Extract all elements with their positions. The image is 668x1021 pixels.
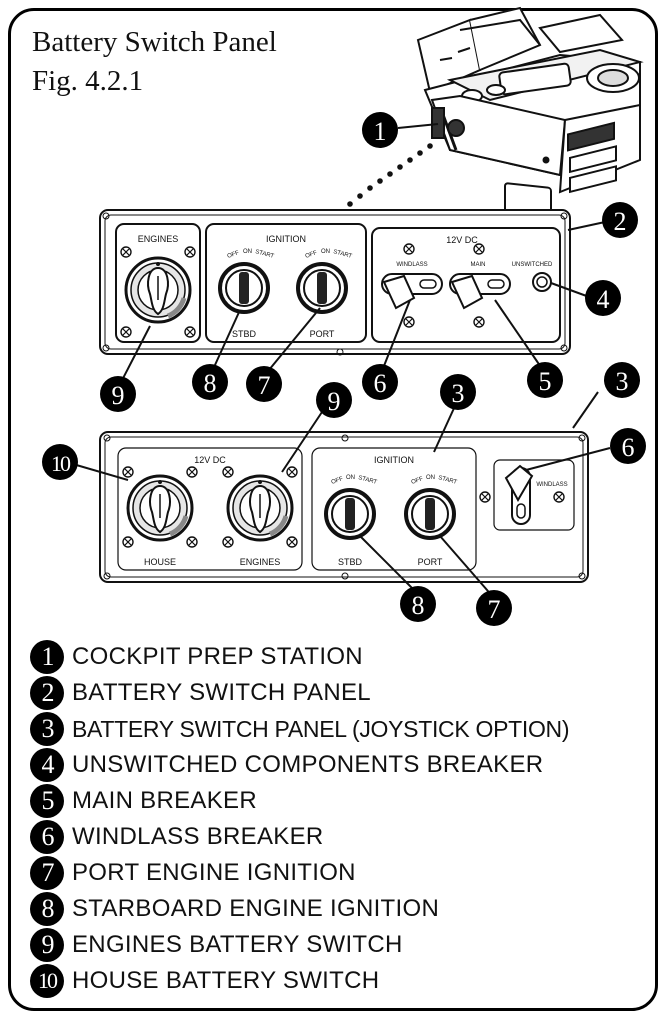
svg-text:4: 4 bbox=[597, 285, 610, 314]
svg-text:3: 3 bbox=[616, 367, 629, 396]
legend-number: 4 bbox=[30, 748, 64, 782]
callout-3: 3 bbox=[440, 374, 476, 410]
callout-4: 4 bbox=[585, 280, 621, 316]
on-label: ON bbox=[346, 475, 355, 481]
callout-9: 9 bbox=[100, 376, 136, 412]
callout-1: 1 bbox=[362, 112, 398, 148]
legend-number: 7 bbox=[30, 856, 64, 890]
legend-text: MAIN BREAKER bbox=[72, 787, 257, 815]
svg-text:9: 9 bbox=[328, 387, 341, 416]
ignition-label: IGNITION bbox=[266, 234, 306, 244]
legend-item: 10 HOUSE BATTERY SWITCH bbox=[30, 964, 379, 998]
on-label: ON bbox=[426, 475, 435, 481]
legend-item: 2 BATTERY SWITCH PANEL bbox=[30, 676, 371, 710]
port-ignition-switch-bottom[interactable] bbox=[406, 490, 454, 538]
unswitched-breaker[interactable] bbox=[533, 273, 551, 291]
windlass-label: WINDLASS bbox=[396, 262, 427, 268]
svg-text:8: 8 bbox=[412, 591, 425, 620]
legend-number: 2 bbox=[30, 676, 64, 710]
callout-6: 6 bbox=[610, 428, 646, 464]
windlass-label-bottom: WINDLASS bbox=[536, 482, 567, 488]
port-ignition-switch[interactable] bbox=[298, 264, 346, 312]
legend-item: 1 COCKPIT PREP STATION bbox=[30, 640, 363, 674]
main-label: MAIN bbox=[471, 262, 486, 268]
stbd-ignition-switch[interactable] bbox=[220, 264, 268, 312]
callout-7: 7 bbox=[246, 366, 282, 402]
callout-6: 6 bbox=[362, 364, 398, 400]
legend-item: 9 ENGINES BATTERY SWITCH bbox=[30, 928, 403, 962]
engines-label-bottom: ENGINES bbox=[240, 557, 281, 567]
legend-item: 4 UNSWITCHED COMPONENTS BREAKER bbox=[30, 748, 543, 782]
legend-number: 6 bbox=[30, 820, 64, 854]
panel-diagram: ENGINES IGNITION OFF ON START OFF ON STA… bbox=[0, 0, 668, 640]
legend-item: 6 WINDLASS BREAKER bbox=[30, 820, 324, 854]
dc-label-bottom: 12V DC bbox=[194, 455, 226, 465]
svg-text:5: 5 bbox=[539, 367, 552, 396]
battery-switch-panel-joystick: 12V DC HOUSE ENGINES IGNITION OFF ON STA… bbox=[100, 432, 588, 582]
callout-3: 3 bbox=[604, 362, 640, 398]
svg-text:8: 8 bbox=[204, 369, 217, 398]
unswitched-label: UNSWITCHED bbox=[512, 262, 553, 268]
legend-item: 8 STARBOARD ENGINE IGNITION bbox=[30, 892, 439, 926]
legend-number: 10 bbox=[30, 964, 64, 998]
callout-5: 5 bbox=[527, 362, 563, 398]
svg-text:10: 10 bbox=[51, 451, 71, 476]
port-label-bottom: PORT bbox=[418, 557, 443, 567]
legend-text: STARBOARD ENGINE IGNITION bbox=[72, 895, 439, 923]
engines-label: ENGINES bbox=[138, 234, 179, 244]
legend-number: 3 bbox=[30, 712, 64, 746]
svg-text:6: 6 bbox=[374, 369, 387, 398]
legend-text: WINDLASS BREAKER bbox=[72, 823, 324, 851]
svg-text:9: 9 bbox=[112, 381, 125, 410]
legend-text: BATTERY SWITCH PANEL (JOYSTICK OPTION) bbox=[72, 716, 569, 743]
dc-label: 12V DC bbox=[446, 235, 478, 245]
legend-number: 9 bbox=[30, 928, 64, 962]
on-label: ON bbox=[321, 249, 330, 255]
legend-text: ENGINES BATTERY SWITCH bbox=[72, 931, 403, 959]
legend-text: COCKPIT PREP STATION bbox=[72, 643, 363, 671]
legend-number: 8 bbox=[30, 892, 64, 926]
legend-number: 1 bbox=[30, 640, 64, 674]
house-battery-switch[interactable] bbox=[128, 476, 192, 540]
legend-item: 5 MAIN BREAKER bbox=[30, 784, 257, 818]
callout-9: 9 bbox=[316, 382, 352, 418]
stbd-ignition-switch-bottom[interactable] bbox=[326, 490, 374, 538]
svg-text:2: 2 bbox=[614, 207, 627, 236]
on-label: ON bbox=[243, 249, 252, 255]
stbd-label: STBD bbox=[232, 329, 257, 339]
svg-text:1: 1 bbox=[374, 117, 387, 146]
callout-8: 8 bbox=[400, 586, 436, 622]
ignition-label-bottom: IGNITION bbox=[374, 455, 414, 465]
house-label: HOUSE bbox=[144, 557, 176, 567]
legend-item: 7 PORT ENGINE IGNITION bbox=[30, 856, 356, 890]
legend-number: 5 bbox=[30, 784, 64, 818]
svg-text:6: 6 bbox=[622, 433, 635, 462]
svg-text:3: 3 bbox=[452, 379, 465, 408]
callout-8: 8 bbox=[192, 364, 228, 400]
callout-10: 10 bbox=[42, 444, 78, 480]
stbd-label-bottom: STBD bbox=[338, 557, 363, 567]
cockpit-prep-station-illustration bbox=[418, 8, 640, 240]
engines-battery-switch[interactable] bbox=[126, 258, 190, 322]
battery-switch-panel: ENGINES IGNITION OFF ON START OFF ON STA… bbox=[100, 210, 570, 355]
svg-text:7: 7 bbox=[258, 371, 271, 400]
callout-2: 2 bbox=[602, 202, 638, 238]
legend-text: HOUSE BATTERY SWITCH bbox=[72, 967, 379, 995]
legend-text: UNSWITCHED COMPONENTS BREAKER bbox=[72, 751, 543, 779]
legend-text: PORT ENGINE IGNITION bbox=[72, 859, 356, 887]
callout-7: 7 bbox=[476, 590, 512, 626]
port-label: PORT bbox=[310, 329, 335, 339]
legend-item: 3 BATTERY SWITCH PANEL (JOYSTICK OPTION) bbox=[30, 712, 569, 746]
svg-text:7: 7 bbox=[488, 595, 501, 624]
dotted-leader bbox=[339, 143, 433, 217]
engines-battery-switch-bottom[interactable] bbox=[228, 476, 292, 540]
legend-text: BATTERY SWITCH PANEL bbox=[72, 679, 371, 707]
